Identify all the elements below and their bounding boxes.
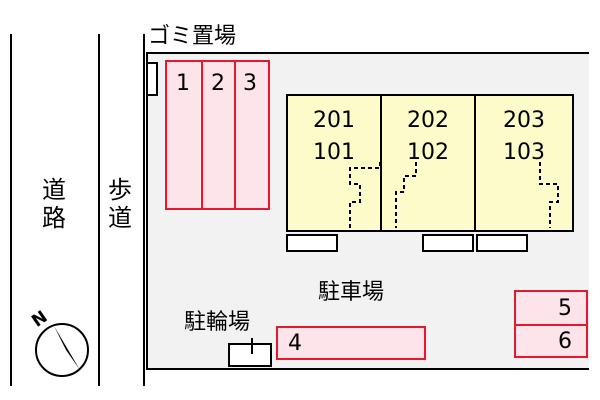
parking-bay-3-number: 3 [243,71,257,96]
bicycle-parking-label: 駐輪場 [184,310,251,335]
parking-bay-1-number: 1 [176,71,190,96]
unit-3-entrance [539,162,559,228]
sidewalk-label: 歩 道 [106,176,134,232]
north-compass: N [28,307,89,377]
unit-2-lower-number: 102 [407,140,449,165]
parking-bay-2-number: 2 [211,71,225,96]
sidewalk-label-char-2: 道 [108,204,132,232]
parking-bay-1: 1 [165,60,203,210]
parking-bay-3: 3 [234,60,270,210]
unit-1-upper-number: 201 [313,108,355,133]
unit-3-porch [476,234,528,252]
unit-2-porch [422,234,474,252]
unit-2-entrance [395,162,417,228]
sidewalk-lot-boundary [143,34,145,386]
unit-1-lower-number: 101 [313,140,355,165]
compass-circle [35,323,89,377]
parking-bay-2: 2 [201,60,236,210]
building-unit-2: 202 102 [380,94,476,232]
building-unit-3: 203 103 [474,94,574,232]
road-label-char-1: 道 [42,176,66,204]
parking-bay-5-number: 5 [558,296,572,321]
road-sidewalk-boundary [98,34,100,386]
building-unit-1: 201 101 [286,94,382,232]
parking-bay-6-number: 6 [558,329,572,354]
parking-bay-6: 6 [514,324,588,358]
road-left-boundary [10,34,12,386]
parking-bay-5: 5 [514,290,588,326]
garbage-bin [146,62,158,96]
parking-bay-4-number: 4 [288,331,302,356]
road-label: 道 路 [40,176,68,232]
unit-3-upper-number: 203 [503,108,545,133]
sidewalk-label-char-1: 歩 [108,176,132,204]
unit-1-porch [286,234,338,252]
unit-3-lower-number: 103 [503,140,545,165]
parking-bay-4: 4 [276,326,426,360]
compass-needle [54,326,80,370]
garbage-area-label: ゴミ置場 [148,24,237,49]
unit-1-entrance [349,162,381,228]
parking-area-label: 駐車場 [318,280,385,305]
bicycle-rack [228,338,272,367]
road-label-char-2: 路 [42,204,66,232]
unit-2-upper-number: 202 [407,108,449,133]
